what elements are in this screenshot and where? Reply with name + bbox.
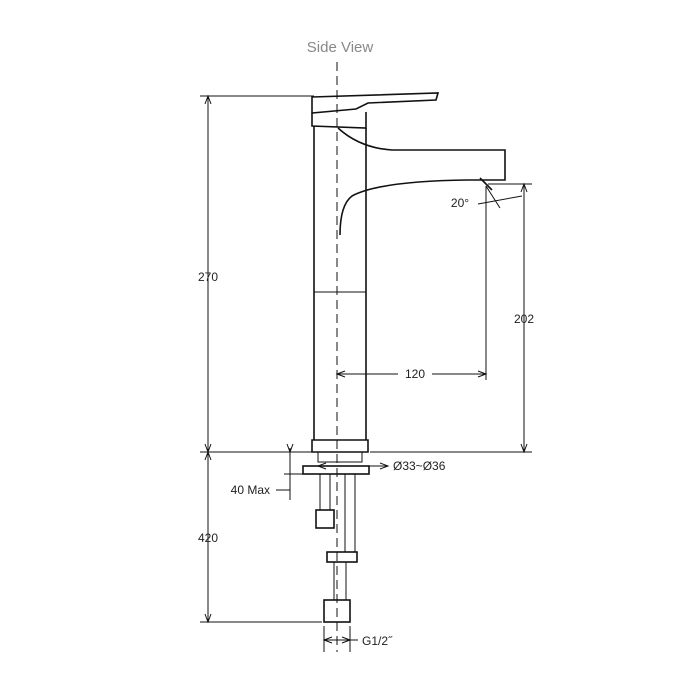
mounting-nut-washer bbox=[302, 465, 370, 475]
thread-label: G1/2˝ bbox=[362, 634, 393, 648]
hole-diameter-label: Ø33~Ø36 bbox=[393, 459, 446, 473]
faucet-base bbox=[311, 439, 369, 453]
aerator-tip bbox=[479, 177, 493, 191]
total-height-label: 270 bbox=[198, 270, 218, 284]
dimension-thread: G1/2˝ bbox=[322, 626, 393, 652]
lever-handle bbox=[311, 92, 440, 114]
dimension-hose-length: 420 bbox=[198, 450, 322, 624]
threaded-rod-left bbox=[319, 474, 331, 510]
mounting-shank bbox=[317, 451, 363, 463]
lock-nut bbox=[315, 509, 335, 529]
dimension-spout-reach: 120 bbox=[335, 190, 488, 382]
dimension-spout-height: 202 bbox=[370, 182, 534, 454]
max-thickness-label: 40 Max bbox=[231, 483, 270, 497]
spout-angle-label: 20° bbox=[451, 196, 469, 210]
main-column bbox=[313, 126, 367, 440]
supply-hose-upper bbox=[344, 474, 356, 552]
supply-hose-lower bbox=[333, 562, 347, 600]
drawing-title: Side View bbox=[307, 39, 374, 56]
mounting-hardware bbox=[302, 451, 370, 623]
spout bbox=[337, 127, 506, 236]
dimension-max-thickness: 40 Max bbox=[231, 443, 310, 500]
hose-nut bbox=[323, 599, 351, 623]
faucet-body bbox=[311, 92, 506, 453]
spout-reach-label: 120 bbox=[405, 367, 425, 381]
hose-length-label: 420 bbox=[198, 531, 218, 545]
dimension-total-height: 270 bbox=[198, 94, 314, 454]
dimension-spout-angle: 20° bbox=[451, 185, 523, 210]
dimension-hole-diameter: Ø33~Ø36 bbox=[316, 459, 446, 473]
spout-height-label: 202 bbox=[514, 312, 534, 326]
hose-ferrule bbox=[326, 551, 358, 563]
lever-base bbox=[311, 112, 367, 129]
